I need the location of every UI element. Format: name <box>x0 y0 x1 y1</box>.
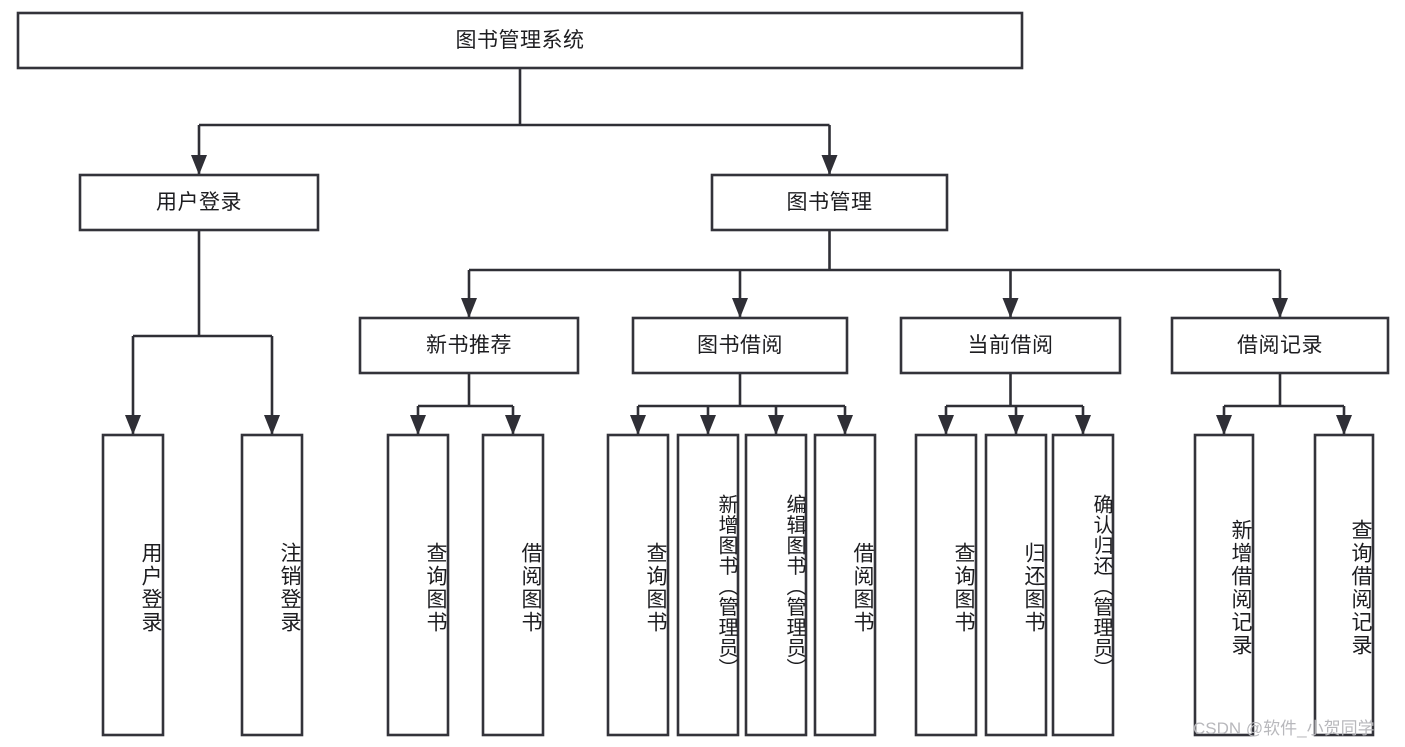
arrow-head-book-borrow-to-leaves-0 <box>630 415 646 435</box>
node-box-leaf-edit-book-admin[interactable] <box>744 433 808 737</box>
arrow-head-current-borrow-to-leaves-1 <box>1008 415 1024 435</box>
arrow-head-user-login-to-leaves-1 <box>264 415 280 435</box>
node-box-borrow-record[interactable] <box>1170 316 1390 375</box>
node-box-layer <box>16 11 1390 737</box>
node-box-new-book-recommend[interactable] <box>358 316 580 375</box>
arrow-head-new-book-recommend-to-leaves-1 <box>505 415 521 435</box>
arrow-head-book-manage-to-level3-3 <box>1272 298 1288 318</box>
node-box-leaf-query-book-recommend[interactable] <box>386 433 450 737</box>
csdn-watermark: CSDN @软件_小贺同学 <box>1193 719 1375 738</box>
node-box-current-borrow[interactable] <box>899 316 1122 375</box>
arrow-head-user-login-to-leaves-0 <box>125 415 141 435</box>
node-box-leaf-logout[interactable] <box>240 433 304 737</box>
node-box-leaf-query-borrow-record[interactable] <box>1313 433 1375 737</box>
arrow-head-current-borrow-to-leaves-0 <box>938 415 954 435</box>
node-box-leaf-add-borrow-record[interactable] <box>1193 433 1255 737</box>
node-box-leaf-borrow-book-recommend[interactable] <box>481 433 545 737</box>
arrow-head-borrow-record-to-leaves-0 <box>1216 415 1232 435</box>
node-box-leaf-user-login[interactable] <box>101 433 165 737</box>
arrow-head-book-manage-to-level3-2 <box>1002 298 1019 318</box>
connector-layer <box>125 68 1352 435</box>
node-box-book-manage[interactable] <box>710 173 949 232</box>
node-box-book-borrow[interactable] <box>631 316 849 375</box>
node-box-leaf-query-book-borrow[interactable] <box>606 433 670 737</box>
node-box-leaf-return-book[interactable] <box>984 433 1048 737</box>
arrow-head-book-borrow-to-leaves-2 <box>768 415 784 435</box>
arrow-head-root-to-level2-1 <box>821 155 838 175</box>
node-box-leaf-confirm-return-admin[interactable] <box>1051 433 1115 737</box>
arrow-head-book-manage-to-level3-0 <box>461 298 477 318</box>
node-box-user-login[interactable] <box>78 173 320 232</box>
arrow-head-book-borrow-to-leaves-1 <box>700 415 716 435</box>
arrow-head-root-to-level2-0 <box>191 155 207 175</box>
node-box-root[interactable] <box>16 11 1024 70</box>
arrow-head-book-borrow-to-leaves-3 <box>837 415 853 435</box>
arrow-head-current-borrow-to-leaves-2 <box>1075 415 1091 435</box>
node-box-leaf-add-book-admin[interactable] <box>676 433 740 737</box>
arrow-head-borrow-record-to-leaves-1 <box>1336 415 1352 435</box>
node-box-leaf-query-book-current[interactable] <box>914 433 978 737</box>
arrow-head-new-book-recommend-to-leaves-0 <box>410 415 426 435</box>
arrow-head-book-manage-to-level3-1 <box>732 298 748 318</box>
node-box-leaf-borrow-book[interactable] <box>813 433 877 737</box>
